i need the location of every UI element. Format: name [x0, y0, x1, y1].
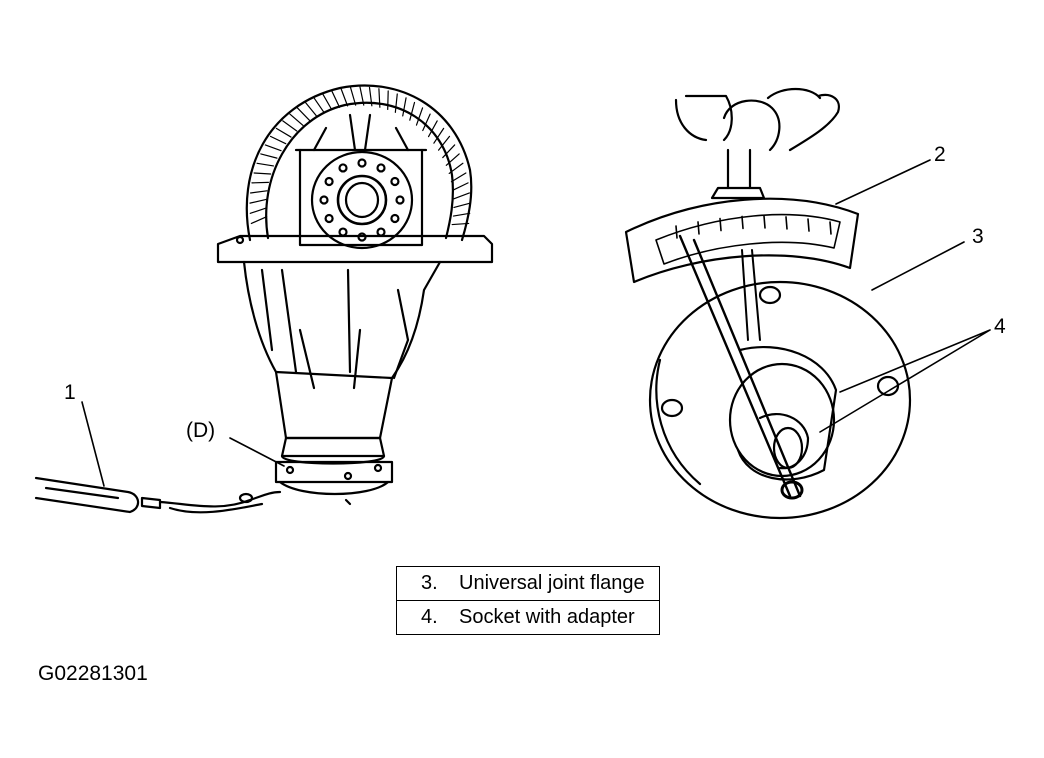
gear-tooth	[304, 101, 318, 117]
gear-tooth	[402, 97, 407, 117]
flange-assembly-drawing	[624, 87, 912, 520]
gear-tooth	[275, 127, 292, 138]
gear-tooth	[394, 93, 398, 113]
gear-tooth	[249, 190, 268, 194]
gauge-tick	[719, 217, 722, 232]
gear-tooth	[453, 192, 471, 200]
legend-row: 3. Universal joint flange	[396, 566, 660, 601]
callout-1: 1	[64, 381, 76, 404]
legend-row: 4. Socket with adapter	[396, 600, 660, 635]
leader-4	[819, 329, 991, 433]
gear-tooth	[450, 172, 467, 183]
callout-4: 4	[994, 315, 1006, 338]
gear-tooth	[249, 198, 267, 204]
gauge-tick	[763, 215, 766, 229]
bolt-hole	[338, 227, 348, 237]
gear-tooth	[260, 153, 278, 159]
gear-tooth	[415, 107, 424, 126]
gear-tooth	[433, 127, 445, 144]
gear-tooth	[409, 101, 416, 121]
gear-tooth	[256, 162, 275, 167]
gauge-tick	[829, 221, 832, 235]
gear-tooth	[249, 207, 267, 214]
leader-d	[229, 437, 285, 467]
gear-tooth	[452, 212, 471, 217]
legend-text: Socket with adapter	[459, 606, 635, 628]
gear-tooth	[368, 86, 373, 107]
bolt-hole	[395, 195, 405, 205]
gear-tooth	[250, 216, 268, 225]
gear-tooth	[359, 86, 365, 106]
tool-1-drawing	[34, 476, 282, 514]
leader-1	[81, 401, 105, 487]
gear-tooth	[453, 202, 471, 209]
callout-d: (D)	[186, 419, 216, 442]
gauge-tick	[807, 218, 810, 232]
bolt-hole	[376, 227, 386, 237]
gear-tooth	[438, 135, 451, 151]
gear-tooth	[251, 181, 270, 184]
gauge-tick	[785, 216, 788, 230]
legend-cell: 3. Universal joint flange	[396, 566, 660, 601]
gear-tooth	[448, 162, 464, 175]
legend-number: 4.	[421, 606, 438, 628]
bolt-hole	[390, 176, 400, 187]
bolt-hole	[338, 163, 348, 173]
gear-tooth	[442, 144, 456, 159]
bolt-hole	[324, 176, 334, 187]
gear-tooth	[378, 88, 381, 108]
bolt-hole	[376, 163, 386, 173]
gear-tooth	[322, 93, 333, 111]
gauge-tick	[697, 221, 700, 235]
gear-tooth	[296, 107, 311, 122]
legend-table: 3. Universal joint flange 4. Socket with a…	[396, 566, 660, 635]
callout-3: 3	[972, 225, 984, 248]
bolt-hole	[357, 158, 367, 168]
gear-tooth	[445, 153, 460, 166]
gear-tooth	[452, 182, 469, 191]
leader-2	[835, 159, 931, 205]
callout-2: 2	[934, 143, 946, 166]
gear-tooth	[289, 113, 304, 127]
gear-tooth	[269, 135, 287, 145]
bolt-hole	[324, 213, 334, 224]
gear-tooth	[313, 97, 325, 114]
gear-tooth	[340, 88, 349, 107]
gear-tooth	[349, 86, 357, 106]
gauge-tick	[741, 215, 744, 230]
gear-tooth	[264, 144, 282, 152]
gear-tooth	[427, 120, 438, 138]
gear-tooth	[282, 120, 298, 132]
differential-assembly-drawing	[216, 84, 494, 506]
figure-id: G02281301	[38, 662, 148, 685]
legend-text: Universal joint flange	[459, 572, 645, 594]
legend-number: 3.	[421, 572, 438, 594]
gear-tooth	[422, 113, 431, 132]
legend-cell: 4. Socket with adapter	[396, 600, 660, 635]
bolt-hole	[319, 195, 329, 205]
gear-tooth	[253, 172, 272, 175]
gear-tooth	[451, 222, 470, 226]
gauge-tick	[675, 225, 678, 239]
bolt-hole	[390, 213, 400, 224]
gear-tooth	[331, 90, 341, 108]
leader-3	[871, 241, 965, 291]
